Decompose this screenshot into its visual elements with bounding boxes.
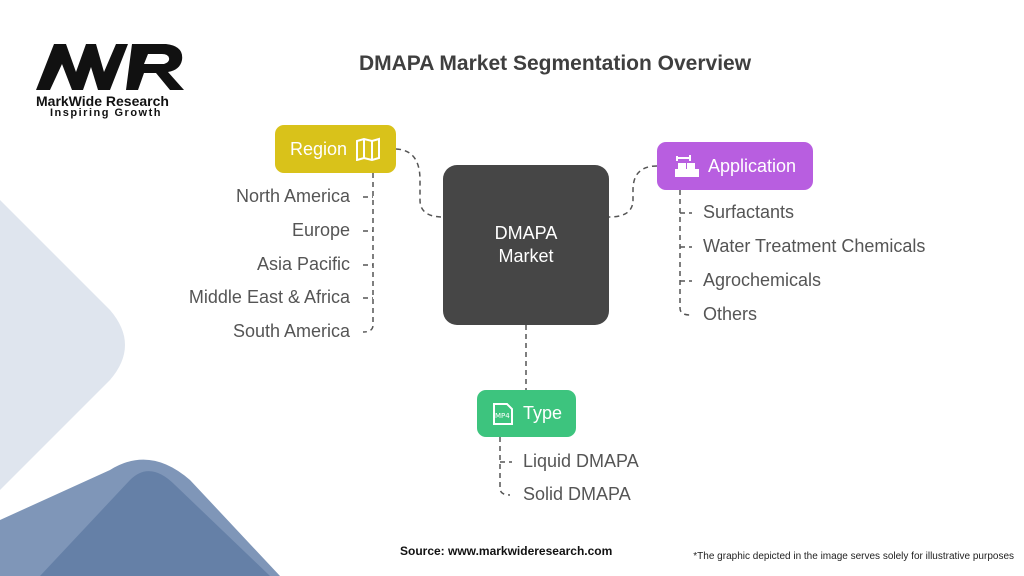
type-item: Liquid DMAPA — [523, 451, 639, 471]
page-title: DMAPA Market Segmentation Overview — [358, 52, 752, 75]
source-text: Source: www.markwideresearch.com — [400, 544, 613, 558]
logo-tagline: Inspiring Growth — [50, 107, 162, 119]
type-item: Solid DMAPA — [523, 484, 631, 504]
region-item: Middle East & Africa — [188, 287, 350, 307]
mp4-file-icon: MP4 — [492, 402, 513, 425]
svg-text:MP4: MP4 — [495, 412, 510, 420]
application-item: Agrochemicals — [703, 270, 822, 290]
region-label: Region — [289, 138, 348, 159]
region-item: Europe — [291, 220, 350, 240]
application-item: Surfactants — [703, 202, 795, 222]
region-item: South America — [232, 321, 350, 341]
region-node: Region — [275, 125, 396, 173]
logo-mark — [36, 44, 184, 90]
type-label: Type — [522, 403, 563, 423]
disclaimer-text: *The graphic depicted in the image serve… — [693, 551, 1014, 562]
application-node: Application — [657, 142, 813, 190]
map-icon — [356, 137, 381, 161]
center-line2: Market — [498, 246, 554, 266]
conveyor-robot-icon — [674, 155, 699, 177]
region-item: Asia Pacific — [256, 254, 350, 274]
region-item: North America — [235, 186, 350, 206]
application-item: Others — [703, 304, 758, 324]
center-line1: DMAPA — [494, 223, 558, 243]
application-label: Application — [707, 155, 797, 176]
type-node: MP4 Type — [477, 390, 576, 437]
logo-name: MarkWide Research — [36, 93, 169, 109]
application-item: Water Treatment Chemicals — [703, 236, 926, 256]
center-node: DMAPA Market — [443, 165, 609, 325]
